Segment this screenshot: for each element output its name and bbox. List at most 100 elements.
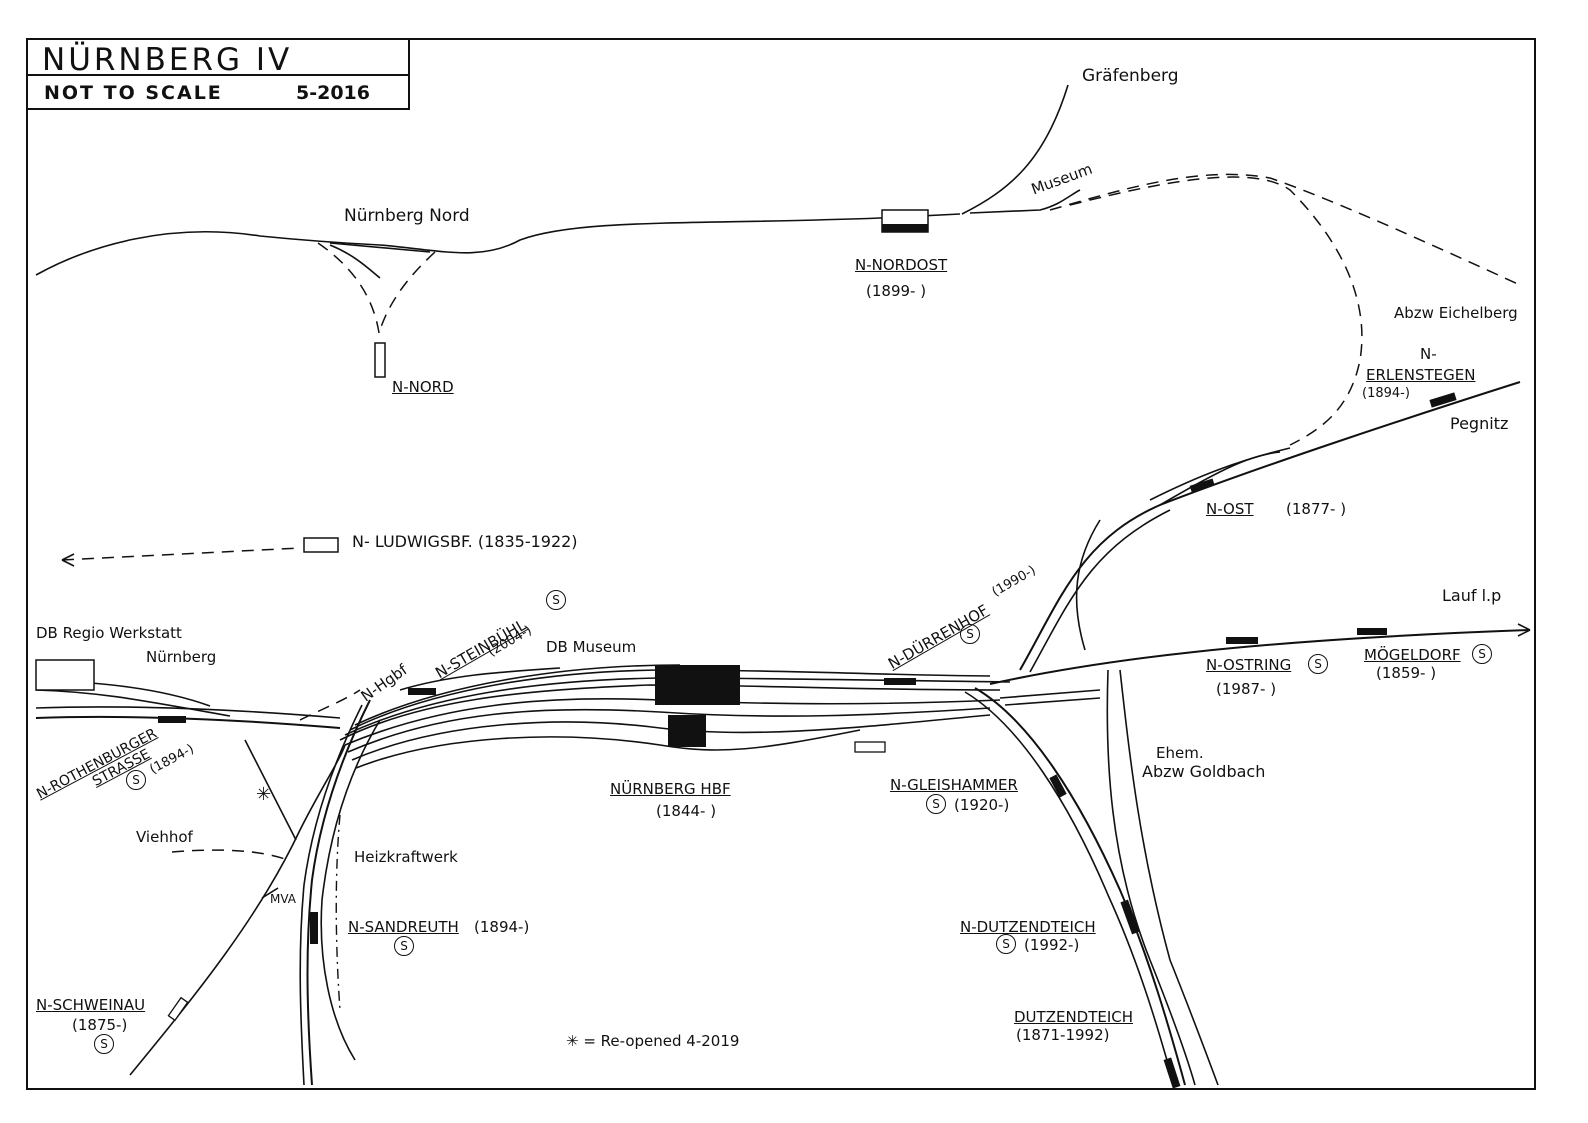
title-box: NÜRNBERG IV NOT TO SCALE 5-2016 [26,38,410,110]
track-ost-yard1 [1149,447,1291,501]
label-ostring: N-OSTRING [1206,656,1292,674]
label-moegeldorf-date: (1859- ) [1376,664,1437,682]
dutzendteich-platform [1163,1057,1181,1089]
label-gleishammer: N-GLEISHAMMER [890,776,1018,794]
gleishammer-platform [1049,774,1067,798]
track-heizkraftwerk [335,814,341,1011]
label-ostring-sbahn: S [1308,654,1328,674]
label-pegnitz: Pegnitz [1450,414,1509,433]
dutzendteich-stop-platform [1120,899,1140,935]
label-dutzendteich-date: (1871-1992) [1016,1026,1110,1044]
track-nord-siding [329,244,381,279]
map-date: 5-2016 [296,82,370,104]
s-bahn-icon: S [926,794,946,814]
label-sandreuth-date: (1894-) [474,918,530,936]
track-ludwigsbf [61,547,301,561]
sandreuth-platform [310,912,318,944]
label-n-ost: N-OST [1206,500,1254,518]
label-dutzendteich-stop-sbahn: S [996,934,1016,954]
label-erlenstegen: ERLENSTEGEN [1366,366,1476,384]
s-bahn-icon: S [996,934,1016,954]
legend-note: ✳ = Re-opened 4-2019 [566,1032,740,1050]
label-erlenstegen-date: (1894-) [1362,386,1410,401]
label-goldbach-1: Ehem. [1156,744,1204,762]
map-frame [26,38,1536,1090]
label-dutzendteich-stop: N-DUTZENDTEICH [960,918,1096,936]
map-title: NÜRNBERG IV [42,42,293,78]
schweinau-platform [167,996,189,1022]
label-ostring-date: (1987- ) [1216,680,1277,698]
label-n-nordost: N-NORDOST [855,256,948,274]
db-regio-werkstatt [35,659,95,691]
label-schweinau-sbahn: S [94,1034,114,1054]
track-erlenstegen-loop [1069,176,1363,446]
track-ost-2 [1029,509,1171,673]
track-dutzendteich-1 [974,687,1186,1086]
track-schweinau [129,744,346,1076]
label-goldbach-2: Abzw Goldbach [1142,762,1266,781]
track-n-nord-y1 [317,242,381,341]
label-moegeldorf: MÖGELDORF [1364,646,1461,664]
ostring-platform [1226,637,1258,644]
s-bahn-icon: S [546,590,566,610]
track-eichelberg-dashed [1049,173,1521,286]
track-n-nord-y2 [379,251,436,331]
steinbuehl-platform [408,688,436,695]
label-sandreuth-sbahn: S [394,936,414,956]
label-db-regio-2: Nürnberg [146,648,217,666]
track-nord-siding2 [329,242,431,253]
s-bahn-icon: S [126,770,146,790]
hbf-building-south [668,715,706,747]
label-hbf: NÜRNBERG HBF [610,780,731,798]
label-gleishammer-date: (1920-) [954,796,1010,814]
label-duerrenhof-sbahn: S [960,624,980,644]
hbf-shed [854,741,886,753]
label-steinbuehl-sbahn: S [546,590,566,610]
moegeldorf-platform [1357,628,1387,635]
track-hgbf-dashed [299,689,361,721]
track-ost-yard2 [1159,451,1281,506]
s-bahn-icon: S [94,1034,114,1054]
track-museum [969,189,1081,214]
track-viehhof [171,849,289,861]
label-ludwigsbf: N- LUDWIGSBF. (1835-1922) [352,532,578,551]
n-nord-platform [374,342,386,378]
label-grafenberg: Gräfenberg [1082,66,1179,86]
label-viehhof: Viehhof [136,828,193,846]
n-ost-platform [1189,478,1215,493]
label-n-ost-date: (1877- ) [1286,500,1347,518]
label-n-prefix: N- [1420,345,1437,363]
label-mva: MVA [270,892,297,906]
track-ost-main [1019,381,1521,671]
s-bahn-icon: S [1308,654,1328,674]
track-north-ring [35,213,961,276]
label-moegeldorf-sbahn: S [1472,644,1492,664]
track-grafenberg [961,84,1069,215]
label-heizkraftwerk: Heizkraftwerk [354,848,458,866]
label-schweinau: N-SCHWEINAU [36,996,146,1014]
label-n-nord: N-NORD [392,378,454,396]
label-sandreuth: N-SANDREUTH [348,918,459,936]
s-bahn-icon: S [394,936,414,956]
label-dutzendteich: DUTZENDTEICH [1014,1008,1134,1026]
track-sandreuth [306,699,371,1086]
label-abzw-eichelberg: Abzw Eichelberg [1394,304,1518,322]
label-nbg-nord: Nürnberg Nord [344,206,470,226]
rothenburger-platform [158,716,186,723]
s-bahn-icon: S [1472,644,1492,664]
label-hbf-date: (1844- ) [656,802,717,820]
label-lauf: Lauf l.p [1442,586,1502,605]
track-asterisk-line [244,739,297,841]
label-db-regio-1: DB Regio Werkstatt [36,624,182,642]
label-schweinau-date: (1875-) [72,1016,128,1034]
label-gleishammer-sbahn: S [926,794,946,814]
duerrenhof-platform [884,678,916,685]
track-main-east [989,629,1531,685]
scale-note: NOT TO SCALE [44,82,223,104]
label-db-museum: DB Museum [546,638,637,656]
hbf-building [655,665,740,705]
label-asterisk: ✳ [256,784,272,805]
label-n-nordost-date: (1899- ) [866,282,927,300]
track-ost-goldbach [1075,519,1101,651]
